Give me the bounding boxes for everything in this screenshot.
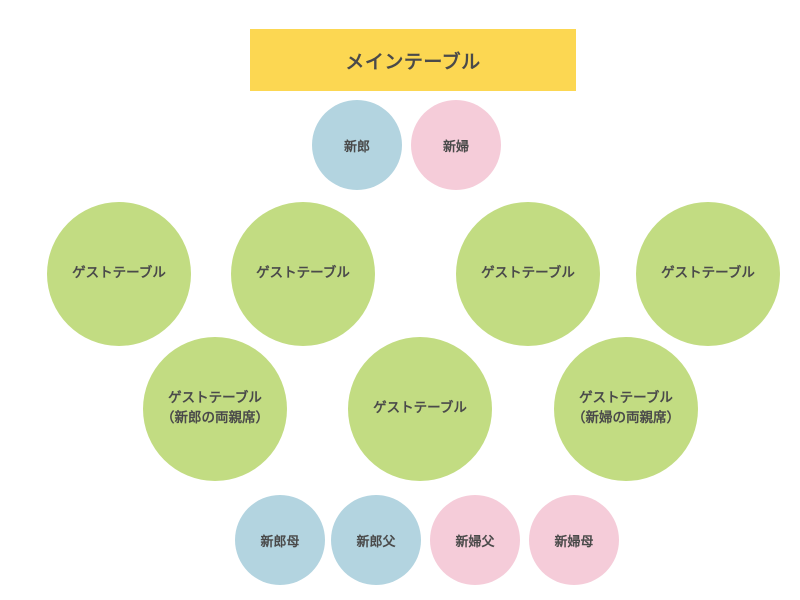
guest-table-label: ゲストテーブル (579, 390, 673, 407)
guest-table-sublabel: （新婦の両親席） (572, 410, 680, 426)
groom-father-label: 新郎父 (356, 534, 396, 550)
guest-table-label: ゲストテーブル (168, 390, 262, 407)
guest-table-sublabel: （新郎の両親席） (161, 410, 269, 426)
guest-table-label: ゲストテーブル (481, 265, 575, 282)
guest-table-label: ゲストテーブル (373, 400, 467, 417)
guest-table-label: ゲストテーブル (256, 265, 350, 282)
main-table: メインテーブル (250, 29, 576, 91)
bride-father-seat: 新婦父 (430, 495, 520, 585)
guest-table-2: ゲストテーブル (231, 202, 375, 346)
groom-mother-seat: 新郎母 (235, 495, 325, 585)
guest-table-1: ゲストテーブル (47, 202, 191, 346)
main-table-label: メインテーブル (345, 50, 481, 73)
guest-table-label: ゲストテーブル (661, 265, 755, 282)
bride-mother-seat: 新婦母 (529, 495, 619, 585)
bride-label: 新婦 (442, 139, 469, 155)
bride-father-label: 新婦父 (455, 534, 495, 550)
guest-table-label: ゲストテーブル (72, 265, 166, 282)
guest-table-3: ゲストテーブル (456, 202, 600, 346)
guest-table-groom-parents: ゲストテーブル （新郎の両親席） (143, 337, 287, 481)
groom-label: 新郎 (343, 139, 370, 155)
guest-table-4: ゲストテーブル (636, 202, 780, 346)
groom-father-seat: 新郎父 (331, 495, 421, 585)
groom-seat: 新郎 (312, 100, 402, 190)
guest-table-center: ゲストテーブル (348, 337, 492, 481)
groom-mother-label: 新郎母 (260, 534, 300, 550)
bride-seat: 新婦 (411, 100, 501, 190)
guest-table-bride-parents: ゲストテーブル （新婦の両親席） (554, 337, 698, 481)
bride-mother-label: 新婦母 (554, 534, 594, 550)
